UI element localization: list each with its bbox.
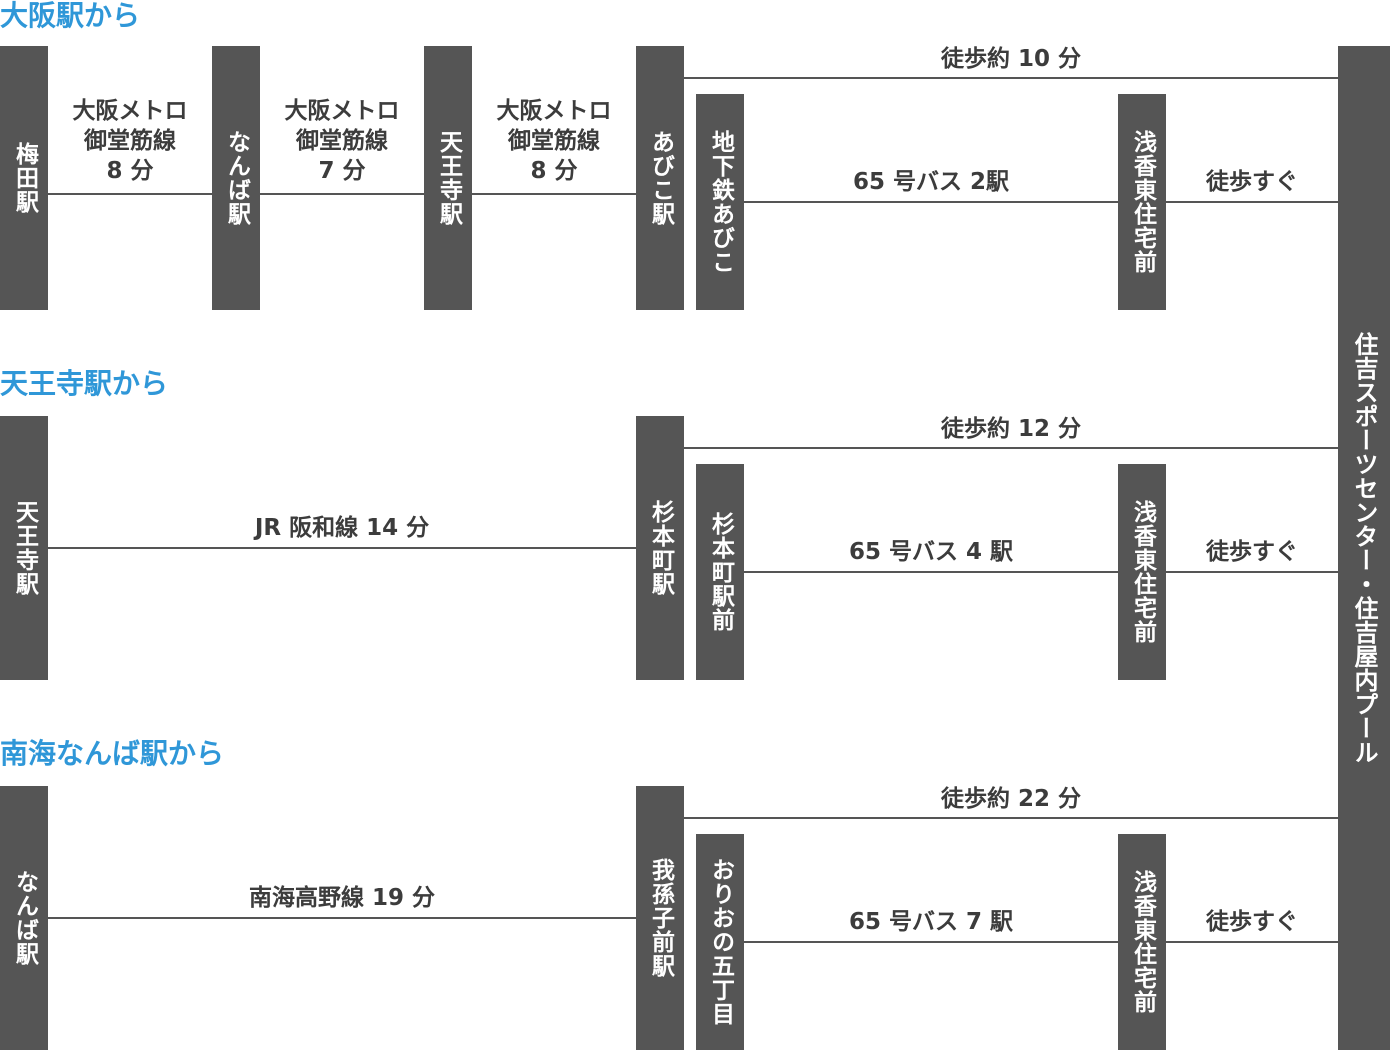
walk-line [684,817,1338,819]
final-walk-label: 徒歩すぐ [1206,539,1298,565]
walk-label: 徒歩約 10 分 [940,46,1082,72]
station-box-abiko: あびこ駅 [636,46,684,310]
train-line [48,917,636,919]
train-label: JR 阪和線 14 分 [254,515,430,541]
train-label: 南海高野線 19 分 [248,885,436,911]
arrival-stop-label: 浅香東住宅前 [1129,130,1156,274]
station-label: なんば駅 [11,870,38,966]
bus-stop-label: 杉本町駅前 [707,512,734,632]
bus-line [744,571,1118,573]
station-label: 梅田駅 [11,142,38,214]
bus-stop-label: 地下鉄あびこ [707,130,734,274]
station-box-namba: なんば駅 [0,786,48,1050]
bus-stop-label: おりおの五丁目 [707,858,734,1026]
segment-label: 大阪メトロ 御堂筋線 7 分 [260,96,424,186]
bus-stop-box: おりおの五丁目 [696,834,744,1050]
walk-label: 徒歩約 12 分 [940,416,1082,442]
segment-label: 大阪メトロ 御堂筋線 8 分 [48,96,212,186]
walk-line [684,447,1338,449]
section-heading-namba: 南海なんば駅から [0,737,225,770]
station-box-abikomae: 我孫子前駅 [636,786,684,1050]
station-label: 天王寺駅 [11,500,38,596]
arrival-stop-box: 浅香東住宅前 [1118,94,1166,310]
final-walk-line [1166,941,1338,943]
final-walk-label: 徒歩すぐ [1206,909,1298,935]
destination-box: 住吉スポーツセンター・住吉屋内プール [1338,46,1390,1050]
station-label: 天王寺駅 [435,130,462,226]
section-heading-tennoji: 天王寺駅から [0,367,169,400]
station-box-namba: なんば駅 [212,46,260,310]
train-line [48,193,636,195]
bus-label: 65 号バス 4 駅 [848,539,1014,565]
station-label: 我孫子前駅 [647,858,674,978]
station-label: あびこ駅 [647,130,674,226]
final-walk-line [1166,201,1338,203]
section-heading-osaka: 大阪駅から [0,0,141,32]
station-box-tennoji: 天王寺駅 [0,416,48,680]
walk-label: 徒歩約 22 分 [940,786,1082,812]
walk-line [684,77,1338,79]
train-line [48,547,636,549]
arrival-stop-box: 浅香東住宅前 [1118,464,1166,680]
station-label: なんば駅 [223,130,250,226]
bus-line [744,941,1118,943]
destination-label: 住吉スポーツセンター・住吉屋内プール [1350,332,1378,764]
arrival-stop-label: 浅香東住宅前 [1129,870,1156,1014]
station-label: 杉本町駅 [647,500,674,596]
bus-line [744,201,1118,203]
station-box-sugimotocho: 杉本町駅 [636,416,684,680]
final-walk-line [1166,571,1338,573]
bus-label: 65 号バス 2駅 [852,169,1010,195]
bus-label: 65 号バス 7 駅 [848,909,1014,935]
arrival-stop-label: 浅香東住宅前 [1129,500,1156,644]
final-walk-label: 徒歩すぐ [1206,169,1298,195]
station-box-umeda: 梅田駅 [0,46,48,310]
segment-label: 大阪メトロ 御堂筋線 8 分 [472,96,636,186]
bus-stop-box: 杉本町駅前 [696,464,744,680]
arrival-stop-box: 浅香東住宅前 [1118,834,1166,1050]
station-box-tennoji: 天王寺駅 [424,46,472,310]
bus-stop-box: 地下鉄あびこ [696,94,744,310]
